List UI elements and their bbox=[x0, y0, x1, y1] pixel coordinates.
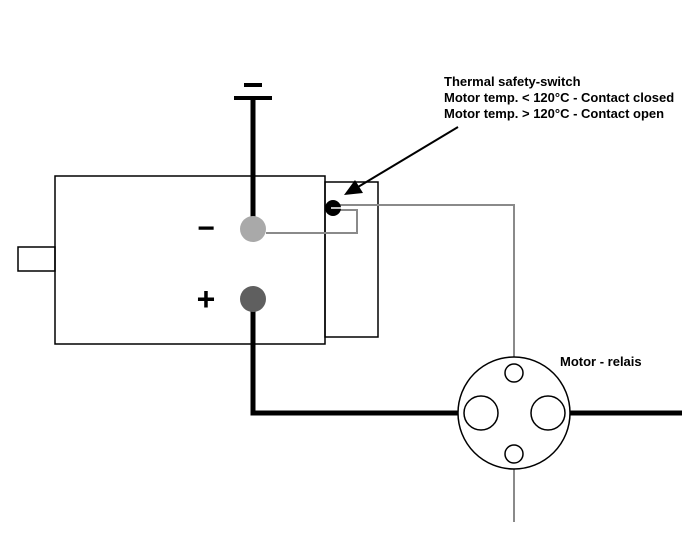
annotation-title: Thermal safety-switch bbox=[444, 74, 581, 89]
motor-relay bbox=[457, 356, 571, 470]
minus-terminal bbox=[240, 216, 266, 242]
ground-symbol bbox=[234, 83, 272, 100]
annotation-open: Motor temp. > 120°C - Contact open bbox=[444, 106, 664, 121]
relay-label: Motor - relais bbox=[560, 354, 642, 369]
thermal-switch-housing bbox=[324, 181, 379, 338]
thermal-switch-contact bbox=[325, 200, 342, 216]
annotation-arrow bbox=[344, 126, 459, 195]
plus-sign: + bbox=[197, 281, 216, 317]
motor-body bbox=[54, 175, 326, 345]
relay-contact-bottom bbox=[504, 444, 524, 464]
motor-shaft bbox=[17, 246, 56, 272]
plus-terminal bbox=[240, 286, 266, 312]
relay-contact-left bbox=[463, 395, 499, 431]
thermal-to-relay-wire bbox=[338, 204, 515, 364]
thermal-loop-wire bbox=[266, 209, 358, 234]
relay-contact-top bbox=[504, 363, 524, 383]
minus-sign: − bbox=[197, 212, 215, 245]
plus-wire bbox=[250, 300, 462, 416]
relay-contact-right bbox=[530, 395, 566, 431]
annotation-closed: Motor temp. < 120°C - Contact closed bbox=[444, 90, 674, 105]
